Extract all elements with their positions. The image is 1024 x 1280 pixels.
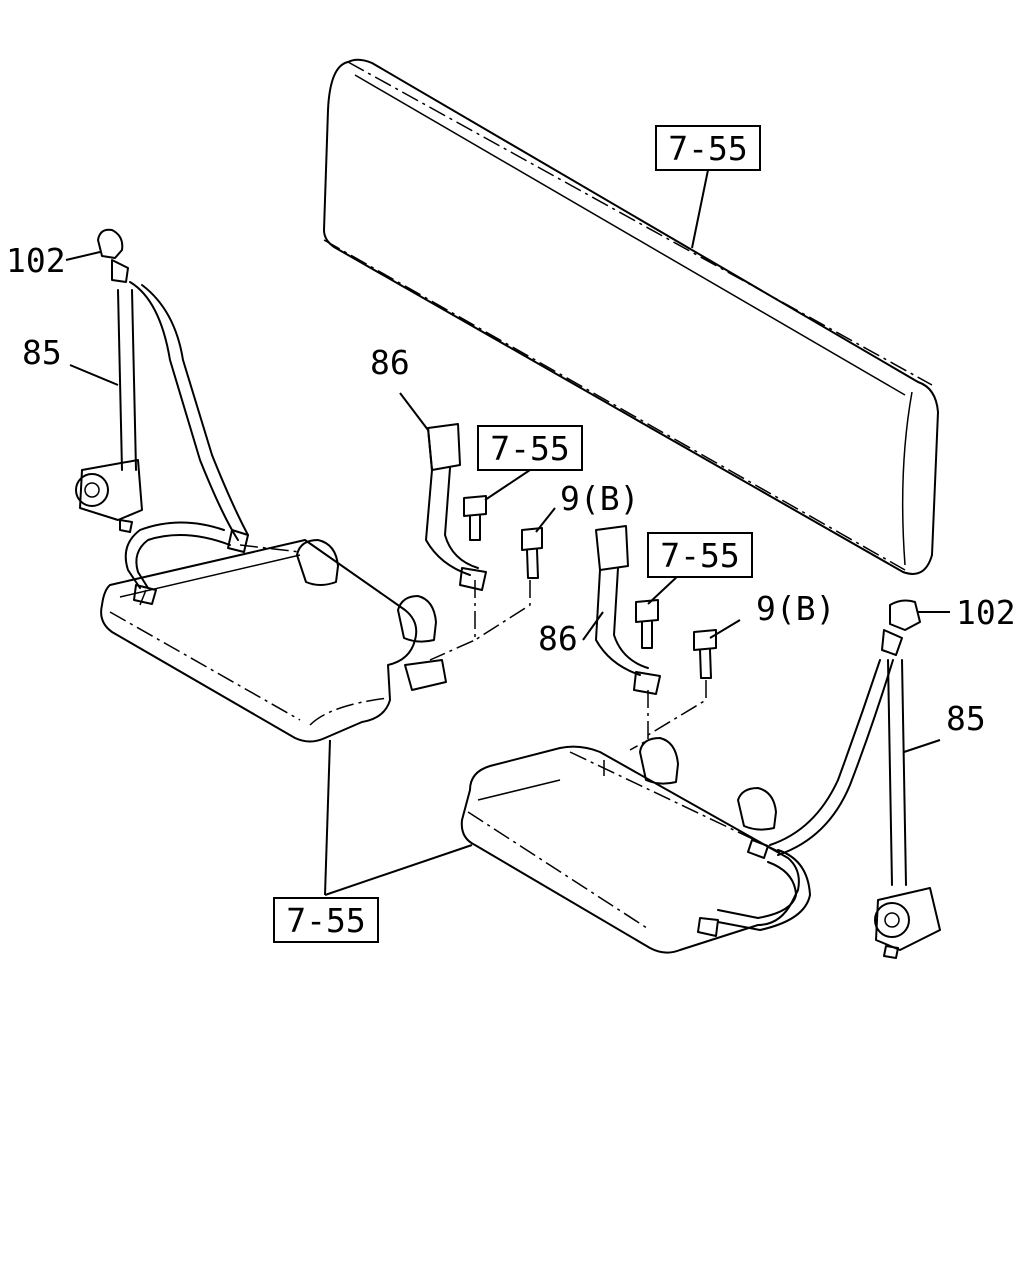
buckle-right xyxy=(595,525,661,695)
part-label-102-left: 102 xyxy=(6,241,66,280)
ref-label-cushions: 7-55 xyxy=(286,901,365,940)
bolt-right xyxy=(693,629,717,679)
seat-cushion-right xyxy=(460,737,800,954)
part-label-86-right: 86 xyxy=(538,619,578,658)
ref-label-backrest: 7-55 xyxy=(668,129,747,168)
bolt-left xyxy=(521,527,543,579)
part-label-85-left: 85 xyxy=(22,333,62,372)
ref-label-right-buckle: 7-55 xyxy=(660,536,739,575)
install-lines xyxy=(139,580,707,751)
part-label-86-left: 86 xyxy=(370,343,410,382)
ref-label-left-buckle: 7-55 xyxy=(490,429,569,468)
ref-box-backrest[interactable]: 7-55 xyxy=(655,125,761,171)
bolt-left-buckle xyxy=(463,495,487,541)
seat-backrest xyxy=(323,58,939,575)
part-label-85-right: 85 xyxy=(946,699,986,738)
ref-box-cushions[interactable]: 7-55 xyxy=(273,897,379,943)
buckle-left xyxy=(425,423,487,591)
bolt-right-buckle xyxy=(635,599,659,649)
part-label-9b-right: 9(B) xyxy=(756,589,835,628)
seat-belt-left xyxy=(75,228,249,605)
part-label-9b-left: 9(B) xyxy=(560,479,639,518)
leader-lines xyxy=(65,169,950,896)
part-label-102-right: 102 xyxy=(956,593,1016,632)
ref-box-left-buckle[interactable]: 7-55 xyxy=(477,425,583,471)
seat-belt-right xyxy=(697,599,941,959)
ref-box-right-buckle[interactable]: 7-55 xyxy=(647,532,753,578)
seat-cushion-left xyxy=(100,539,447,743)
